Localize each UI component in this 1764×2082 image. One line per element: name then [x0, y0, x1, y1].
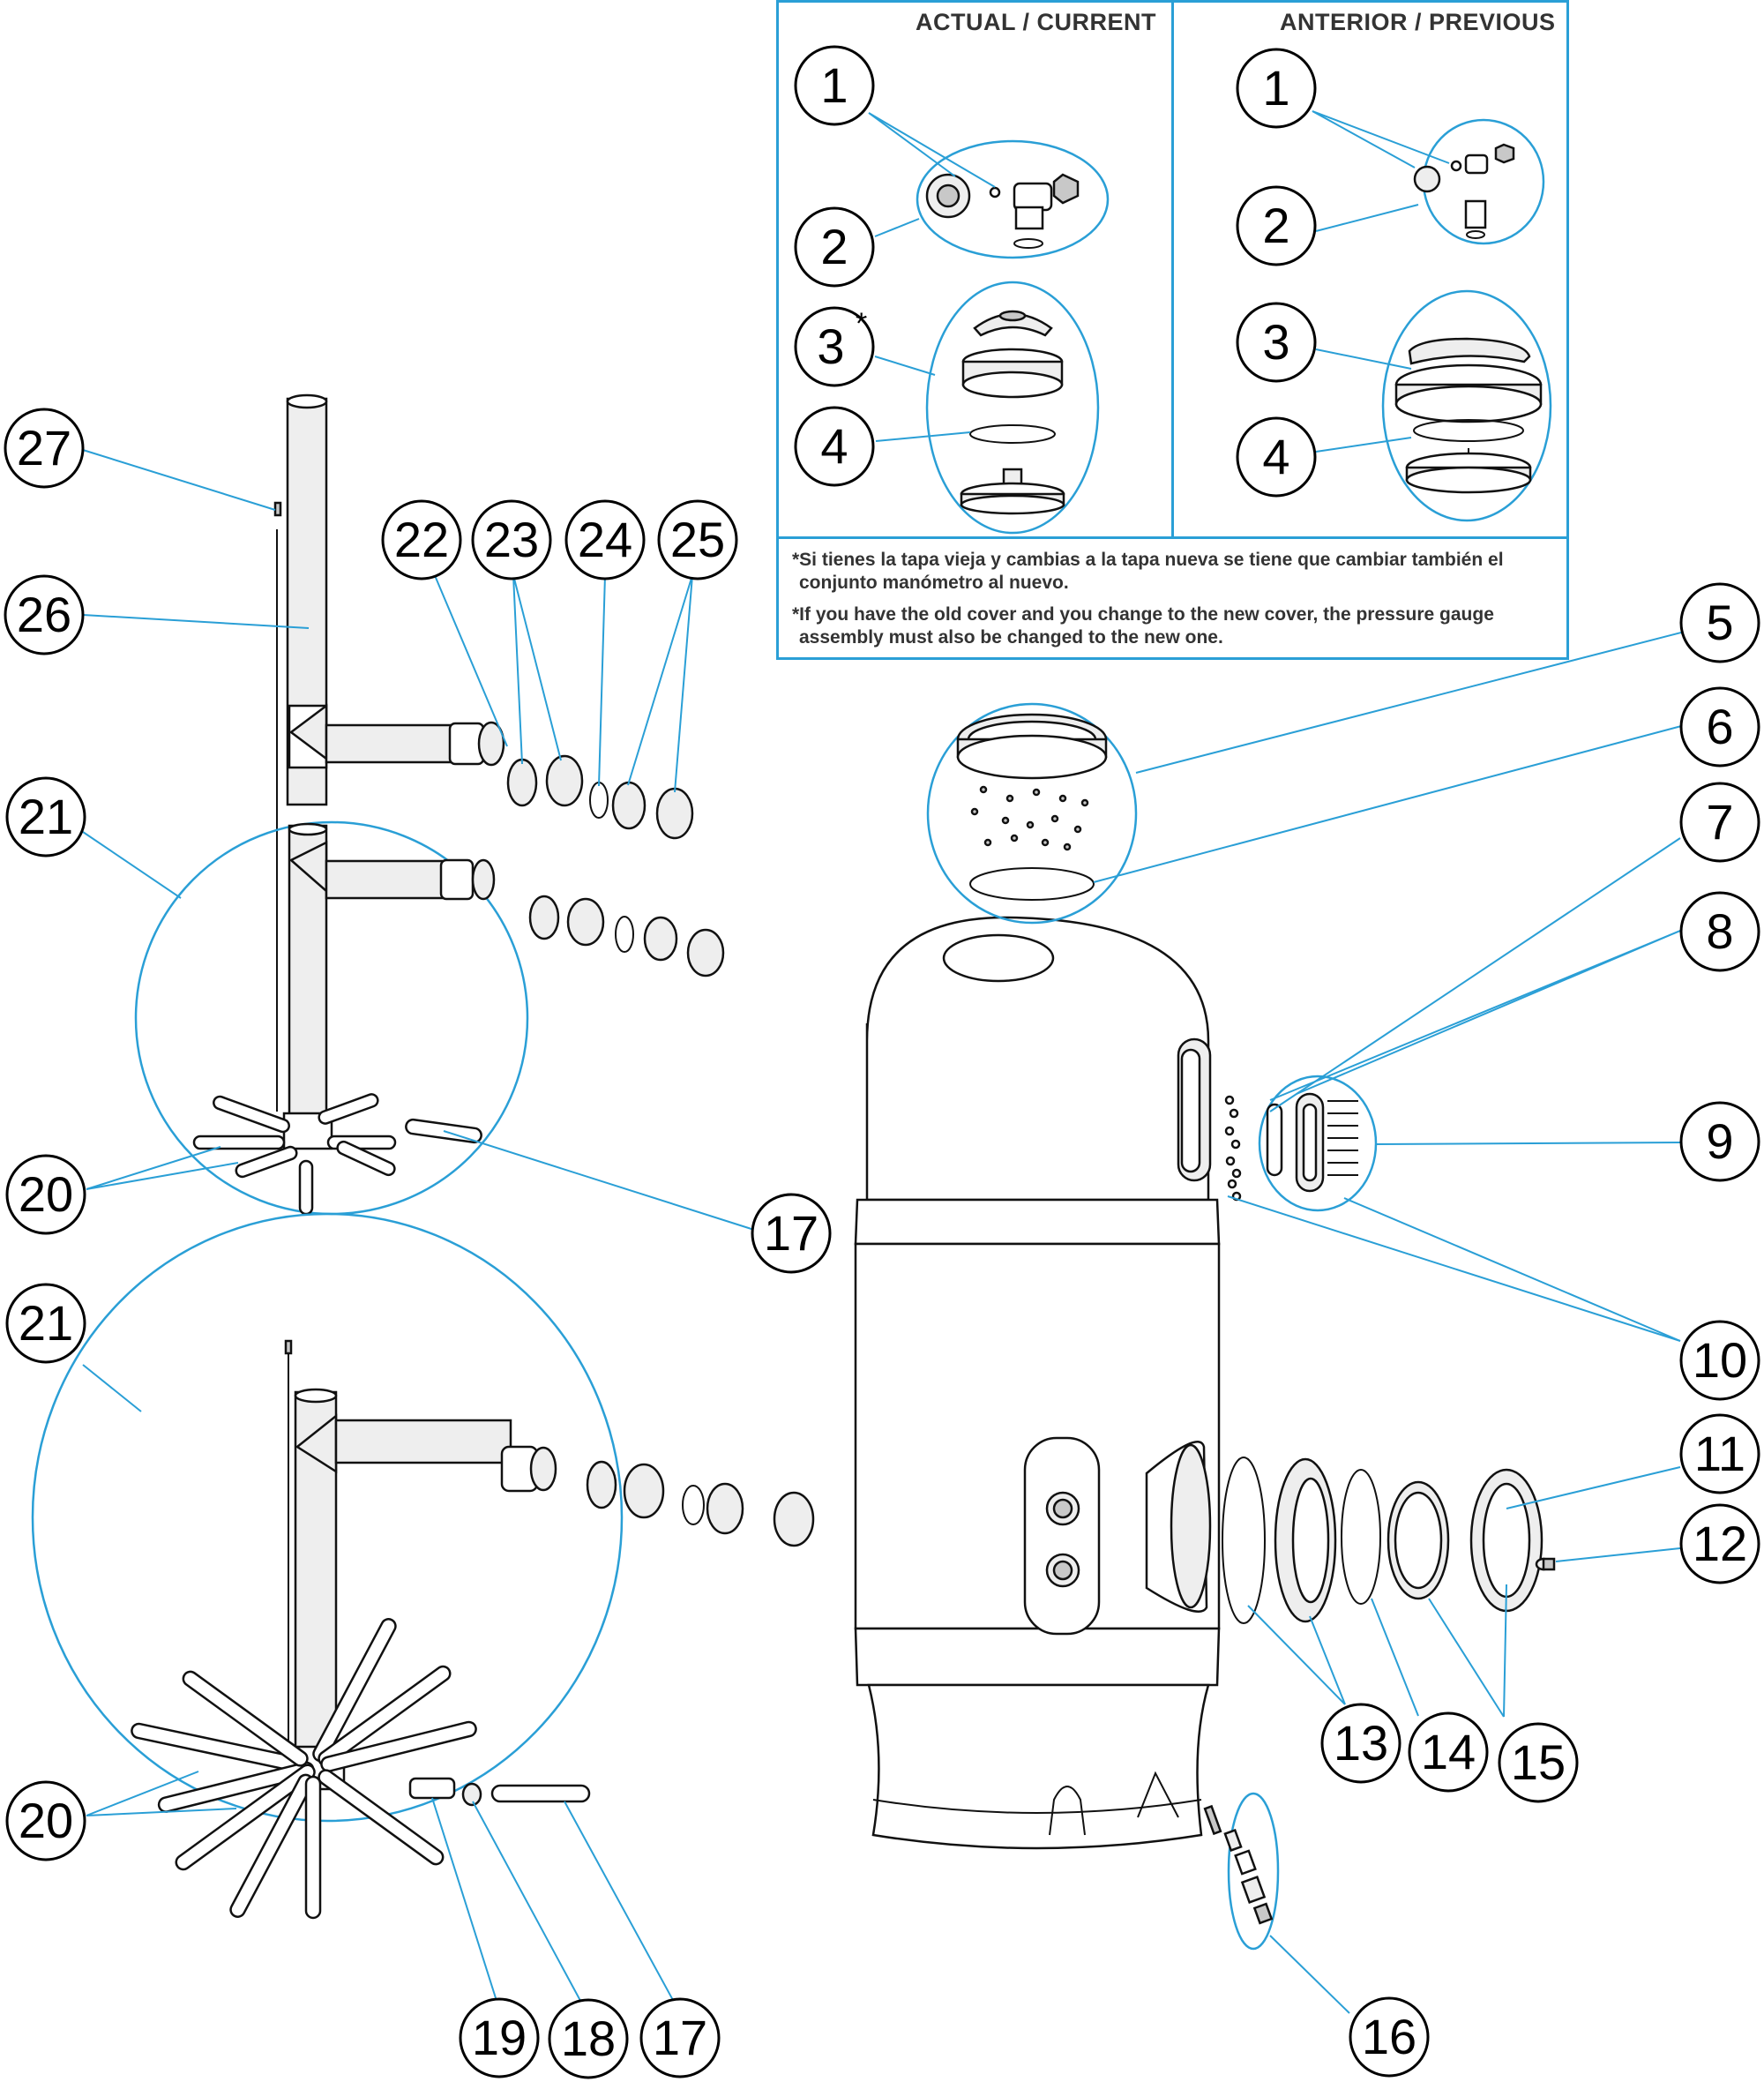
callout-21-lower: 21 — [19, 1295, 73, 1351]
current-header: ACTUAL / CURRENT — [916, 9, 1156, 35]
current-callout-4: 4 — [820, 418, 848, 474]
callout-22: 22 — [394, 512, 449, 567]
current-callout-3-asterisk: * — [856, 307, 867, 341]
collector-detail-2 — [31, 1212, 815, 1920]
callout-18: 18 — [561, 2011, 616, 2066]
callout-16: 16 — [1362, 2009, 1416, 2064]
callout-15: 15 — [1511, 1734, 1566, 1790]
previous-callout-4: 4 — [1262, 429, 1289, 484]
callout-10: 10 — [1693, 1332, 1747, 1388]
callout-17-lower: 17 — [653, 2010, 707, 2065]
current-callout-1: 1 — [820, 57, 848, 113]
filter-tank — [854, 916, 1221, 1850]
current-callouts: 1 2 3 * 4 — [794, 45, 996, 487]
callout-14: 14 — [1421, 1724, 1476, 1779]
lower-manhole-parts — [1222, 1457, 1556, 1624]
current-callout-2: 2 — [820, 219, 848, 274]
callout-26: 26 — [17, 587, 71, 642]
note-english: *If you have the old cover and you chang… — [792, 603, 1568, 649]
previous-callout-1: 1 — [1262, 60, 1289, 116]
callout-23: 23 — [484, 512, 539, 567]
callout-19: 19 — [472, 2010, 527, 2065]
callout-12: 12 — [1693, 1516, 1747, 1571]
callout-20-upper: 20 — [19, 1166, 73, 1222]
callout-7: 7 — [1706, 794, 1733, 850]
current-gauge-assembly — [916, 139, 1110, 259]
callout-6: 6 — [1706, 699, 1733, 754]
callout-11: 11 — [1694, 1426, 1745, 1481]
collector-detail-1 — [134, 820, 725, 1216]
previous-gauge-assembly — [1413, 118, 1545, 245]
previous-callout-3: 3 — [1262, 314, 1289, 370]
callout-27: 27 — [17, 420, 71, 476]
note-english-line2: assembly must also be changed to the new… — [799, 627, 1223, 648]
note-spanish-line1: *Si tienes la tapa vieja y cambias a la … — [792, 550, 1504, 570]
callout-13: 13 — [1334, 1715, 1388, 1771]
previous-callout-2: 2 — [1262, 198, 1289, 253]
callout-25: 25 — [670, 512, 725, 567]
note-english-line1: *If you have the old cover and you chang… — [792, 604, 1494, 625]
callout-21-upper: 21 — [19, 789, 73, 844]
top-opening-parts — [926, 702, 1138, 925]
current-cover-assembly — [925, 281, 1100, 535]
callout-8: 8 — [1706, 903, 1733, 959]
previous-cover-assembly — [1381, 289, 1552, 522]
note-spanish: *Si tienes la tapa vieja y cambias a la … — [792, 549, 1568, 595]
callouts: 5 6 7 8 9 10 11 12 13 14 15 16 17 — [4, 408, 1760, 2079]
inset-note-divider — [776, 536, 1569, 539]
previous-header: ANTERIOR / PREVIOUS — [1280, 9, 1556, 35]
callout-5: 5 — [1706, 595, 1733, 650]
leader-lines — [82, 449, 1686, 2021]
drain-parts — [1203, 1792, 1280, 1951]
callout-17-upper: 17 — [764, 1205, 818, 1261]
callout-20-lower: 20 — [19, 1793, 73, 1848]
inset-divider — [1171, 0, 1174, 538]
previous-callouts: 1 2 3 4 — [1236, 48, 1450, 498]
callout-9: 9 — [1706, 1113, 1733, 1169]
collector-assembly-top — [273, 393, 694, 1112]
upper-manhole-parts — [1224, 1075, 1378, 1212]
current-callout-3: 3 — [817, 318, 844, 374]
callout-24: 24 — [578, 512, 632, 567]
note-spanish-line2: conjunto manómetro al nuevo. — [799, 573, 1069, 593]
